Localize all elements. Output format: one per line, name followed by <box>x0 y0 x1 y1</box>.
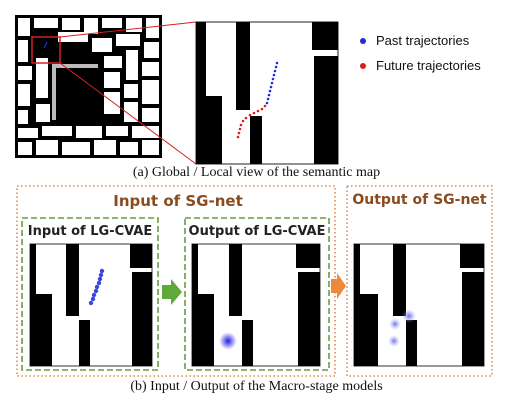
past-legend-dot <box>360 38 366 44</box>
arrow-green-icon <box>162 279 182 305</box>
future-legend-label: Future trajectories <box>376 58 481 73</box>
sgnet-output-frame <box>346 185 493 377</box>
map-panel-sgnet-output <box>353 243 485 367</box>
map-panel-input <box>29 243 153 367</box>
sgnet-input-title: Input of SG-net <box>113 192 243 210</box>
sgnet-output-title: Output of SG-net <box>352 192 487 208</box>
lgcvae-input-frame <box>21 217 159 371</box>
caption-a: (a) Global / Local view of the semantic … <box>132 165 381 180</box>
local-map <box>195 21 339 165</box>
caption-b: (b) Input / Output of the Macro-stage mo… <box>130 379 383 394</box>
local-past-trajectory <box>265 61 279 105</box>
map-panel-output <box>191 243 321 367</box>
local-future-trajectory <box>236 104 267 139</box>
global-map <box>15 15 197 165</box>
past-legend-label: Past trajectories <box>376 33 470 48</box>
lgcvae-output-title: Output of LG-CVAE <box>188 224 326 239</box>
arrow-orange-icon <box>331 273 346 299</box>
lgcvae-output-frame <box>184 217 330 371</box>
lgcvae-input-title: Input of LG-CVAE <box>27 224 153 239</box>
future-legend-dot <box>360 63 366 69</box>
